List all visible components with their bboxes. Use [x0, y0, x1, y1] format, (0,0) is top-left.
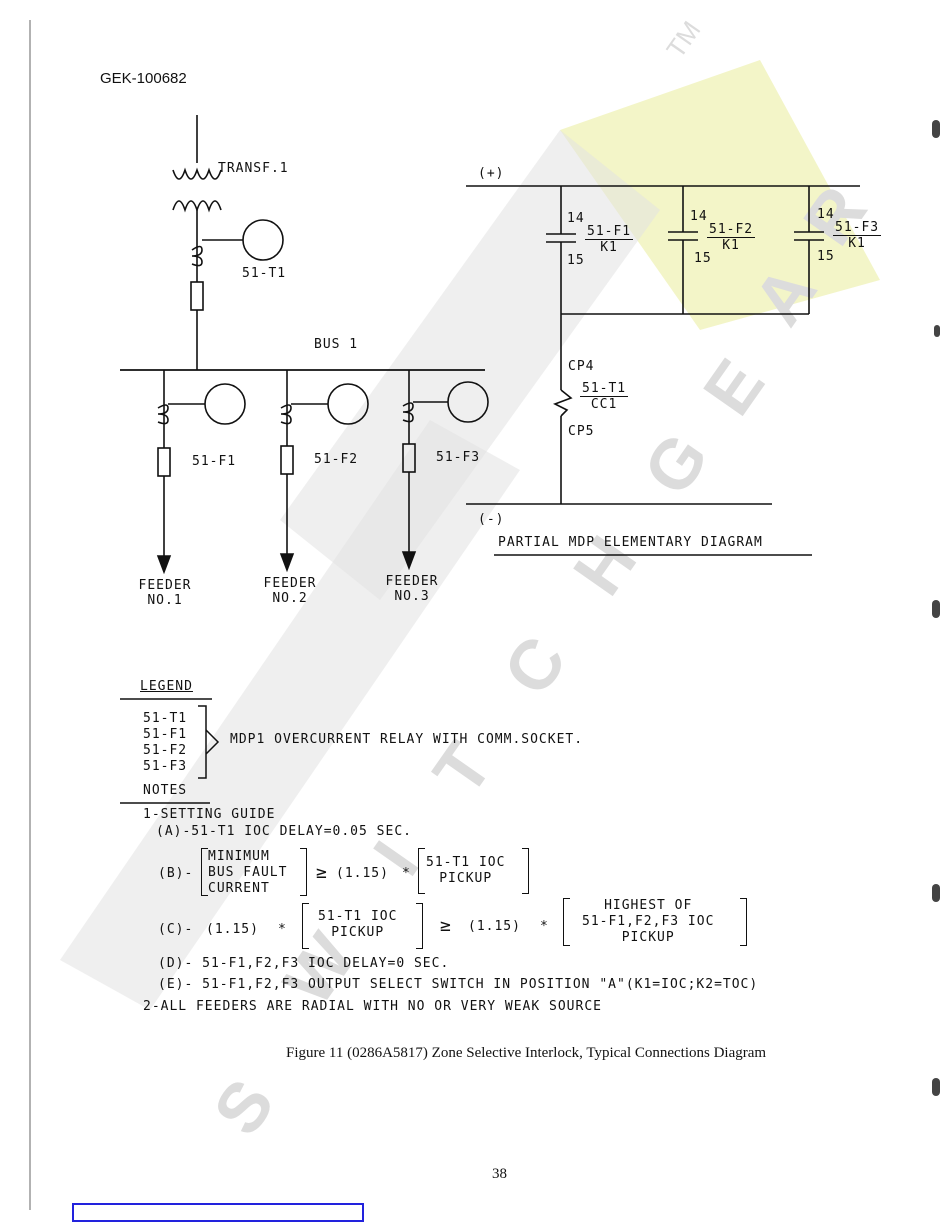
elementary-caption: PARTIAL MDP ELEMENTARY DIAGRAM: [498, 535, 763, 550]
legend-items: 51-T1 51-F1 51-F2 51-F3: [143, 711, 188, 774]
note-1e: (E)- 51-F1,F2,F3 OUTPUT SELECT SWITCH IN…: [158, 977, 759, 992]
ge-symbol: ≥: [440, 915, 452, 936]
times-symbol: *: [402, 866, 411, 881]
note-1c-prefix: (C)-: [158, 922, 194, 937]
contact-1-bottom-terminal: 15: [567, 253, 585, 268]
note-1a: (A)-51-T1 IOC DELAY=0.05 SEC.: [156, 824, 412, 839]
contact-2-bottom-terminal: 15: [694, 251, 712, 266]
relay-51-f2-circle: [327, 383, 369, 425]
relay-51-f1-circle: [204, 383, 246, 425]
note-1c-right-box: HIGHEST OF 51-F1,F2,F3 IOC PICKUP: [582, 898, 715, 945]
bracket: [522, 848, 529, 894]
contact-2-top-terminal: 14: [690, 209, 708, 224]
factor: (1.15): [336, 866, 389, 881]
punch-hole: [932, 884, 940, 902]
relay-f2-label: 51-F2: [314, 452, 359, 467]
note-1b-prefix: (B)-: [158, 866, 194, 881]
minus-label: (-): [478, 512, 505, 527]
note-2: 2-ALL FEEDERS ARE RADIAL WITH NO OR VERY…: [143, 999, 602, 1014]
legend-description: MDP1 OVERCURRENT RELAY WITH COMM.SOCKET.: [230, 732, 584, 747]
relay-t1-label: 51-T1: [242, 266, 287, 281]
notes-title: NOTES: [143, 783, 188, 798]
relay-f3-label: 51-F3: [436, 450, 481, 465]
bracket: [563, 898, 570, 946]
binding-line: [29, 20, 31, 1210]
note-1b-left-box: MINIMUM BUS FAULT CURRENT: [208, 849, 288, 896]
bracket: [201, 848, 208, 896]
legend-title: LEGEND: [140, 679, 193, 694]
punch-hole: [932, 600, 940, 618]
bracket: [416, 903, 423, 949]
times-symbol: *: [278, 922, 287, 937]
transformer-primary-winding: [172, 167, 222, 180]
punch-hole: [932, 1078, 940, 1096]
bus-label: BUS 1: [314, 337, 359, 352]
bracket: [418, 848, 425, 894]
plus-label: (+): [478, 166, 505, 181]
times-symbol: *: [540, 919, 549, 934]
note-1: 1-SETTING GUIDE: [143, 807, 276, 822]
punch-hole: [932, 120, 940, 138]
punch-hole: [934, 325, 940, 337]
page-number: 38: [492, 1166, 507, 1182]
contact-1-top-terminal: 14: [567, 211, 585, 226]
relay-f1-label: 51-F1: [192, 454, 237, 469]
note-1c-mid-box: 51-T1 IOC PICKUP: [318, 909, 398, 940]
coil-bottom-terminal: CP5: [568, 424, 595, 439]
coil-cc1: [553, 389, 573, 417]
coil-top-terminal: CP4: [568, 359, 595, 374]
factor: (1.15): [206, 922, 259, 937]
bracket: [302, 903, 309, 949]
relay-51-t1-circle: [242, 219, 284, 261]
bracket: [740, 898, 747, 946]
contact-3-top-terminal: 14: [817, 207, 835, 222]
page-link-box[interactable]: [72, 1203, 364, 1222]
relay-51-f3-circle: [447, 381, 489, 423]
contact-3-bottom-terminal: 15: [817, 249, 835, 264]
bracket: [300, 848, 307, 896]
factor: (1.15): [468, 919, 521, 934]
ge-symbol: ≥: [316, 862, 328, 883]
note-1b-right-box: 51-T1 IOC PICKUP: [426, 855, 506, 886]
transformer-label: TRANSF.1: [218, 161, 289, 176]
note-1d: (D)- 51-F1,F2,F3 IOC DELAY=0 SEC.: [158, 956, 450, 971]
figure-caption: Figure 11 (0286A5817) Zone Selective Int…: [286, 1045, 767, 1061]
document-id: GEK-100682: [100, 70, 187, 87]
